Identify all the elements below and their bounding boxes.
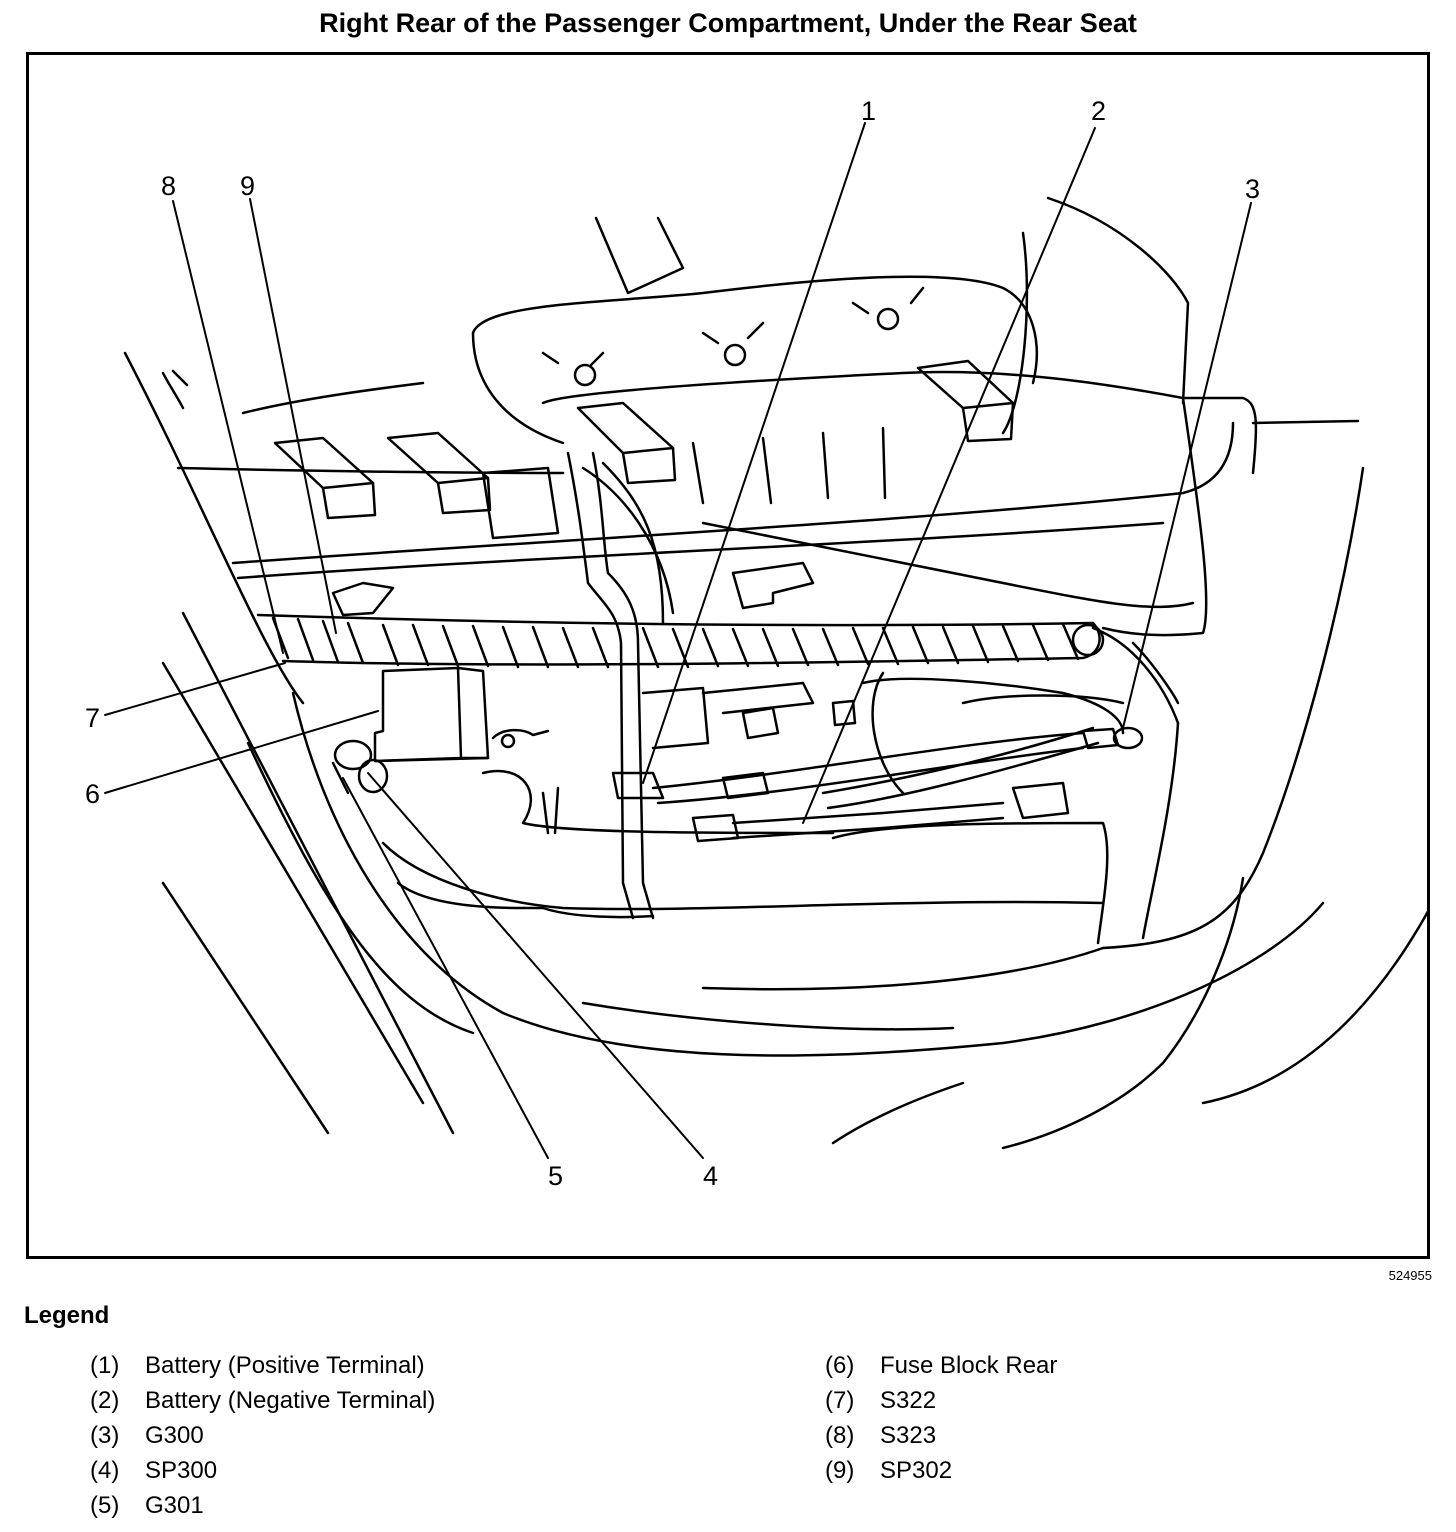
legend-text: Battery (Negative Terminal): [145, 1387, 436, 1414]
component-illustration: 1 2 3 4 5 6 7 8 9: [85, 96, 1427, 1191]
legend-number: (2): [90, 1387, 120, 1414]
battery-cables: [566, 451, 1144, 920]
legend-text: SP300: [145, 1457, 218, 1484]
legend-item: (7) S322: [825, 1387, 1057, 1422]
legend-number: (6): [825, 1352, 855, 1379]
legend-item: (1) Battery (Positive Terminal): [90, 1352, 435, 1387]
legend-number: (3): [90, 1422, 120, 1449]
callout-6: 6: [85, 779, 100, 809]
body-contours: [123, 351, 1427, 1150]
leader-9: [249, 198, 337, 634]
figure-id: 524955: [1388, 1268, 1432, 1283]
legend-heading: Legend: [24, 1302, 110, 1329]
ground-eyelets: [331, 739, 389, 795]
legend-text: Fuse Block Rear: [880, 1352, 1058, 1379]
legend-column-2: (6) Fuse Block Rear (7) S322 (8) S323 (9) SP…: [825, 1352, 1057, 1492]
legend-item: (5) G301: [90, 1492, 435, 1527]
leader-4: [367, 772, 704, 1159]
legend-number: (7): [825, 1387, 855, 1414]
legend-number: (9): [825, 1457, 855, 1484]
legend-item: (9) SP302: [825, 1457, 1057, 1492]
leader-3: [1122, 202, 1252, 729]
leader-1: [642, 122, 866, 784]
legend-number: (5): [90, 1492, 120, 1519]
legend-text: S323: [880, 1422, 937, 1449]
callout-3: 3: [1245, 174, 1260, 204]
legend-text: G301: [145, 1492, 204, 1519]
callout-1: 1: [861, 96, 876, 126]
legend-text: Battery (Positive Terminal): [145, 1352, 425, 1379]
legend-column-1: (1) Battery (Positive Terminal) (2) Batter…: [90, 1352, 435, 1527]
legend-text: S322: [880, 1387, 937, 1414]
callout-8: 8: [161, 171, 176, 201]
legend-item: (6) Fuse Block Rear: [825, 1352, 1057, 1387]
diagram-title: Right Rear of the Passenger Compartment,…: [319, 8, 1137, 38]
callout-5: 5: [548, 1161, 563, 1191]
legend-item: (8) S323: [825, 1422, 1057, 1457]
callout-2: 2: [1091, 96, 1106, 126]
callout-4: 4: [703, 1161, 718, 1191]
diagram-frame: 1 2 3 4 5 6 7 8 9: [26, 52, 1430, 1259]
callout-7: 7: [85, 703, 100, 733]
leader-lines: [104, 122, 1252, 1159]
legend-item: (2) Battery (Negative Terminal): [90, 1387, 435, 1422]
legend-item: (3) G300: [90, 1422, 435, 1457]
legend-text: SP302: [880, 1457, 953, 1484]
connector-blocks: [273, 359, 1015, 617]
wiring-harness: [256, 613, 1105, 669]
leader-7: [104, 662, 286, 716]
seat-bracket: [471, 216, 1038, 445]
legend-item: (4) SP300: [90, 1457, 435, 1492]
callout-9: 9: [240, 171, 255, 201]
leader-2: [802, 127, 1096, 824]
legend-text: G300: [145, 1422, 204, 1449]
leader-5: [342, 777, 549, 1159]
legend-number: (1): [90, 1352, 120, 1379]
seat-rails: [176, 196, 1365, 950]
legend-number: (4): [90, 1457, 120, 1484]
legend-number: (8): [825, 1422, 855, 1449]
leader-6: [104, 710, 379, 794]
leader-8: [172, 200, 284, 654]
fuse-block: [373, 666, 1125, 795]
